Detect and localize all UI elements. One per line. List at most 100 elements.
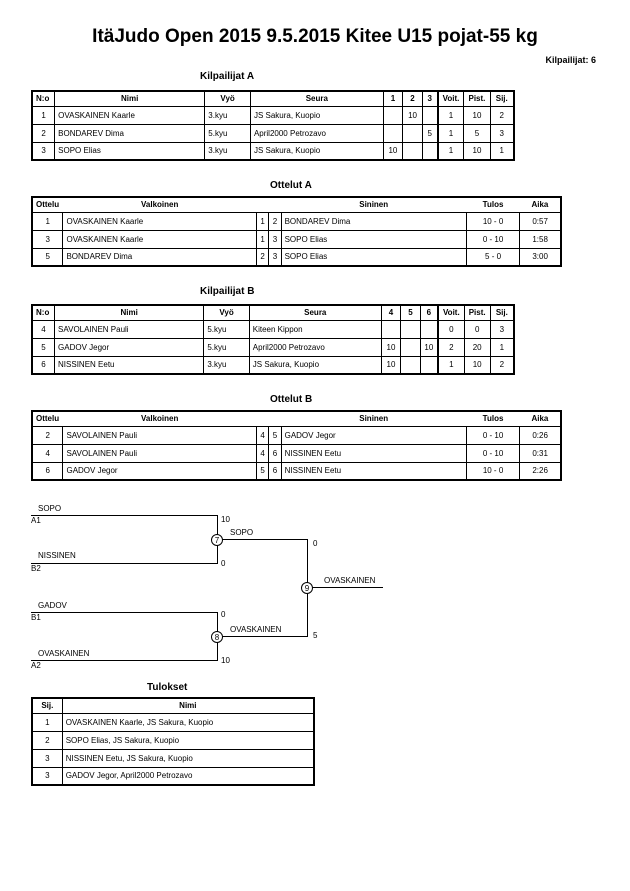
table-cell: 10 (463, 141, 491, 161)
table-cell: 0 - 10 (465, 425, 521, 445)
pool-b-title: Kilpailijat B (200, 286, 255, 297)
table-cell: JS Sakura, Kuopio (249, 105, 384, 125)
table-cell: 0:26 (519, 425, 562, 445)
table-cell: 5 - 0 (465, 247, 521, 267)
table-cell: 10 (402, 105, 423, 125)
table-cell: JS Sakura, Kuopio (249, 141, 384, 161)
sf2-top-line (31, 612, 218, 613)
table-cell: 3 (31, 766, 63, 786)
table-cell: 1 (31, 105, 56, 125)
table-cell (400, 355, 421, 375)
column-header: Nimi (61, 697, 315, 714)
column-header: Nimi (54, 304, 205, 321)
column-header: Sininen (281, 410, 467, 427)
table-cell: 2 (255, 247, 270, 267)
table-cell: 1 (255, 211, 270, 231)
sf2-top-score: 0 (221, 610, 226, 619)
table-cell: GADOV Jegor, April2000 Petrozavo (61, 766, 315, 786)
table-cell: 6 (31, 461, 64, 481)
table-cell (382, 105, 404, 125)
column-header: Voit. (436, 304, 465, 321)
final-top-score: 0 (313, 539, 318, 548)
sf2-bot-score: 10 (221, 656, 230, 665)
table-cell: 5 (255, 461, 270, 481)
table-cell: April2000 Petrozavo (249, 123, 384, 143)
pool-a-title: Kilpailijat A (200, 71, 255, 82)
column-header: 2 (402, 90, 423, 107)
table-cell: Kiteen Kippon (248, 319, 382, 339)
table-cell: 4 (255, 425, 270, 445)
column-header: Sininen (281, 196, 467, 213)
sf1-bot-name: NISSINEN (38, 551, 76, 560)
table-cell: 6 (268, 461, 282, 481)
final-winner: OVASKAINEN (324, 576, 376, 585)
header-row: Sij.Nimi (31, 697, 315, 714)
table-cell (421, 141, 439, 161)
table-cell (419, 319, 439, 339)
column-header (256, 196, 269, 213)
table-cell (380, 319, 402, 339)
table-cell: SOPO Elias (280, 247, 467, 267)
column-header: Vyö (203, 304, 250, 321)
table-cell: NISSINEN Eetu (54, 355, 205, 375)
table-cell: 10 (380, 337, 402, 357)
column-header: Pist. (463, 90, 491, 107)
sf1-top-name: SOPO (38, 504, 62, 513)
table-cell: OVASKAINEN Kaarle (62, 229, 257, 249)
table-cell: 5 (463, 123, 491, 143)
table-cell: GADOV Jegor (62, 461, 257, 481)
sf2-top-seed: B1 (31, 613, 41, 622)
table-cell: JS Sakura, Kuopio (248, 355, 382, 375)
sf2-out-line (217, 636, 308, 637)
table-cell: NISSINEN Eetu, JS Sakura, Kuopio (61, 748, 315, 768)
table-cell: 10 - 0 (465, 461, 521, 481)
table-cell: 1 (436, 123, 465, 143)
table-cell (419, 355, 439, 375)
results-title: Tulokset (147, 682, 188, 693)
column-header: 4 (380, 304, 402, 321)
sf1-out-line (217, 539, 308, 540)
table-cell: 2:26 (519, 461, 562, 481)
column-header: N:o (31, 304, 56, 321)
table-cell: 2 (31, 425, 64, 445)
table-cell: SAVOLAINEN Pauli (62, 425, 257, 445)
table-cell: 1 (436, 355, 465, 375)
column-header: Ottelu (32, 410, 63, 427)
sf1-bot-seed: B2 (31, 564, 41, 573)
table-cell: SOPO Elias (54, 141, 206, 161)
table-cell: GADOV Jegor (280, 425, 467, 445)
column-header: Vyö (204, 90, 251, 107)
table-cell (400, 319, 421, 339)
column-header: 1 (382, 90, 404, 107)
table-cell: OVASKAINEN Kaarle, JS Sakura, Kuopio (61, 712, 315, 732)
table-cell: 20 (463, 337, 491, 357)
table-cell: 10 (463, 355, 491, 375)
sf2-top-name: GADOV (38, 601, 67, 610)
sf2-winner: OVASKAINEN (230, 625, 282, 634)
column-header: Seura (248, 304, 382, 321)
table-cell: SAVOLAINEN Pauli (62, 443, 257, 463)
table-cell: 4 (31, 443, 64, 463)
column-header: Voit. (436, 90, 465, 107)
table-cell: 10 (380, 355, 402, 375)
column-header: Aika (519, 410, 561, 427)
table-cell: 10 (382, 141, 404, 161)
table-cell: April2000 Petrozavo (248, 337, 382, 357)
table-cell (421, 105, 439, 125)
column-header: Valkoinen (62, 410, 257, 427)
